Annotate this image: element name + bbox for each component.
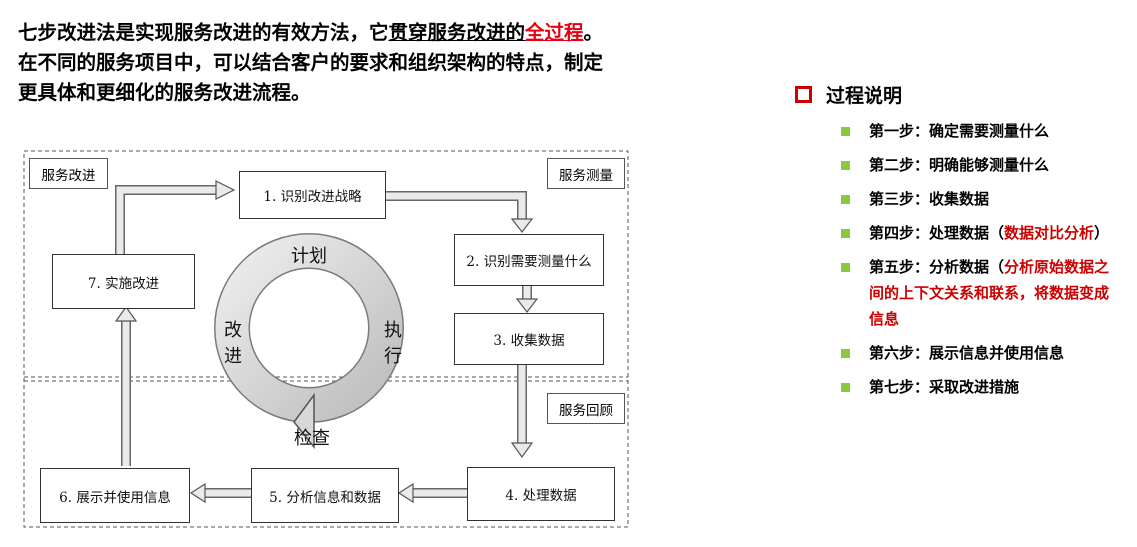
intro-highlight-link[interactable]: 全过程 (525, 21, 584, 44)
intro-line-1-text: 七步改进法是实现服务改进的有效方法，它 (18, 21, 389, 44)
step-2-box[interactable]: 2. 识别需要测量什么 (454, 234, 604, 286)
process-step-tail: ） (1094, 224, 1110, 242)
arrow-5-to-6-head (189, 482, 206, 504)
process-step-text: 第六步：展示信息并使用信息 (869, 344, 1065, 362)
zone-label-improve: 服务改进 (29, 158, 108, 189)
green-bullet-icon (841, 195, 850, 204)
green-bullet-icon (841, 349, 850, 358)
green-bullet-icon (841, 263, 850, 272)
green-bullet-icon (841, 127, 850, 136)
process-steps-list: 第一步：确定需要测量什么 第二步：明确能够测量什么 第三步：收集数据 第四步：处… (841, 118, 1116, 400)
step-5-box[interactable]: 5. 分析信息和数据 (251, 468, 399, 523)
process-step-6: 第六步：展示信息并使用信息 (841, 340, 1116, 366)
cycle-label-check: 检查 (294, 428, 330, 449)
step-6-box[interactable]: 6. 展示并使用信息 (40, 468, 190, 523)
arrow-3-to-4-head (510, 442, 534, 459)
square-bullet-icon (795, 85, 812, 103)
arrow-1-to-2-outline (385, 191, 527, 220)
intro-text: 七步改进法是实现服务改进的有效方法，它贯穿服务改进的全过程。 在不同的服务项目中… (18, 18, 758, 108)
process-step-3: 第三步：收集数据 (841, 186, 1116, 212)
cycle-ring (215, 234, 403, 422)
process-step-text: 第二步：明确能够测量什么 (869, 156, 1050, 174)
process-step-5: 第五步：分析数据（分析原始数据之间的上下文关系和联系，将数据变成信息 (841, 254, 1116, 332)
process-description-panel: 过程说明 第一步：确定需要测量什么 第二步：明确能够测量什么 第三步：收集数据 … (793, 78, 1123, 396)
step-3-box[interactable]: 3. 收集数据 (454, 313, 604, 365)
intro-line-1: 七步改进法是实现服务改进的有效方法，它贯穿服务改进的全过程。 (18, 18, 758, 48)
intro-line-1-end: 。 (583, 21, 604, 44)
process-step-2: 第二步：明确能够测量什么 (841, 152, 1116, 178)
process-step-text: 第五步：分析数据（ (869, 258, 1005, 276)
green-bullet-icon (841, 161, 850, 170)
arrow-1-to-2-head (510, 218, 534, 233)
process-step-text: 第三步：收集数据 (869, 190, 990, 208)
process-step-text: 第七步：采取改进措施 (869, 378, 1020, 396)
diagram-frame (23, 150, 629, 528)
diagram-graphics (23, 150, 629, 528)
step-1-box[interactable]: 1. 识别改进战略 (239, 171, 386, 219)
arrow-7-to-1 (116, 186, 217, 268)
process-step-highlight: 数据对比分析 (1004, 224, 1095, 242)
cycle-label-act: 改进 (224, 320, 242, 367)
process-step-7: 第七步：采取改进措施 (841, 374, 1116, 400)
step-4-box[interactable]: 4. 处理数据 (467, 467, 615, 521)
intro-line-3: 更具体和更细化的服务改进流程。 (18, 81, 311, 104)
process-step-4: 第四步：处理数据（数据对比分析） (841, 220, 1116, 246)
green-bullet-icon (841, 229, 850, 238)
arrow-4-to-5-head (397, 482, 414, 504)
process-step-1: 第一步：确定需要测量什么 (841, 118, 1116, 144)
cycle-label-do: 执行 (384, 320, 402, 367)
process-step-text: 第四步：处理数据（ (869, 224, 1005, 242)
arrow-7-to-1-head (215, 180, 236, 200)
arrow-1-to-2 (385, 192, 526, 220)
intro-line-2: 在不同的服务项目中，可以结合客户的要求和组织架构的特点，制定 (18, 51, 604, 74)
panel-header: 过程说明 (793, 78, 1123, 110)
seven-step-diagram: 服务改进 服务测量 服务回顾 1. 识别改进战略 2. 识别需要测量什么 3. … (22, 150, 632, 528)
green-bullet-icon (841, 383, 850, 392)
intro-underlined-text: 贯穿服务改进的 (388, 21, 526, 44)
arrow-6-to-7-head (114, 305, 138, 322)
step-7-box[interactable]: 7. 实施改进 (52, 254, 195, 309)
process-step-highlight: 分析原始数据之间的上下文关系和联系，将数据变成信息 (869, 258, 1110, 328)
cycle-arrowhead (293, 392, 315, 450)
cycle-label-plan: 计划 (291, 246, 327, 267)
zone-label-measure: 服务测量 (547, 158, 625, 189)
panel-title: 过程说明 (826, 84, 903, 107)
process-step-text: 第一步：确定需要测量什么 (869, 122, 1050, 140)
zone-label-review: 服务回顾 (547, 393, 625, 424)
arrow-2-to-3-head (515, 298, 539, 313)
